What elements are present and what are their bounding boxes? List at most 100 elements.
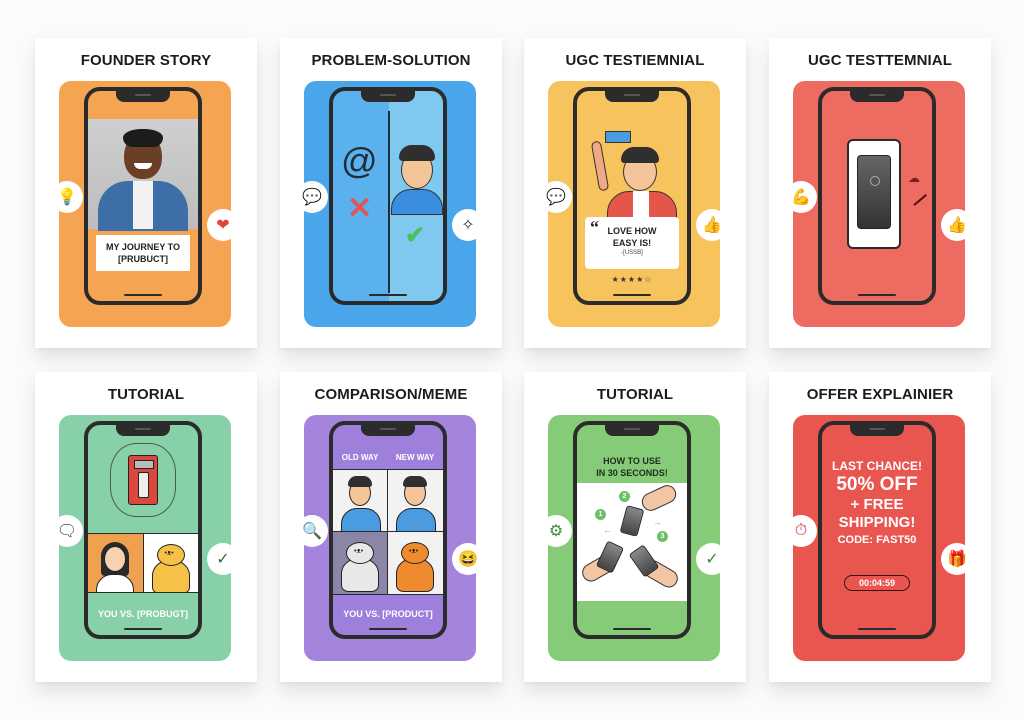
color-panel: ⏱ 🎁 LAST CHANCE! 50% OFF + FREE SHIPPING…	[785, 415, 973, 661]
step-1-badge: 1	[595, 509, 606, 520]
quote-line-1: LOVE HOW	[607, 226, 657, 236]
sparkle-wand-icon: ✧	[452, 209, 484, 241]
person-body	[396, 508, 436, 531]
card-title: UGC TESTIEMNIAL	[565, 52, 705, 69]
checkmark-icon: ✔	[405, 222, 426, 249]
card-comparison-meme[interactable]: COMPARISON/MEME 🔍 😆 OLD WAY NEW WAY	[280, 372, 502, 682]
person-hair	[403, 476, 427, 487]
thumbs-up-icon: 👍	[696, 209, 728, 241]
hair-shape	[123, 129, 163, 147]
phone-notch	[605, 91, 659, 102]
mini-phone-icon	[619, 505, 645, 537]
lightbulb-icon: 💡	[51, 181, 83, 213]
gear-icon: ⚙	[540, 515, 572, 547]
camera-icon	[605, 131, 631, 143]
phone-mockup: MY JOURNEY TO [PRUBUCT]	[84, 87, 202, 305]
color-panel: 🗨 ✓ •ᴥ• YOU VS. [PROBUGT]	[51, 415, 239, 661]
card-title: OFFER EXPLAINIER	[806, 386, 954, 403]
card-title: COMPARISON/MEME	[314, 386, 468, 403]
phone-notch	[116, 91, 170, 102]
cat-body	[151, 560, 190, 592]
label-new-way: NEW WAY	[395, 453, 435, 462]
happy-cat-cell: •ᴥ•	[388, 532, 443, 594]
color-panel: ⚙ ✓ HOW TO USE IN 30 SECONDS! 1 2 3 ← →	[540, 415, 728, 661]
caption-line-2: [PRUBUCT]	[118, 254, 168, 264]
testimonial-quote: “ LOVE HOW EASY IS! -[USSB]	[585, 217, 679, 269]
person-body	[341, 508, 381, 531]
phone-mockup: ☁	[818, 87, 936, 305]
home-indicator	[124, 294, 162, 296]
card-title: PROBLEM-SOLUTION	[311, 52, 471, 69]
card-problem-solution[interactable]: PROBLEM-SOLUTION 💬 ✧ @ ✕ ✔	[280, 38, 502, 348]
hand-top	[638, 482, 680, 514]
offer-urgency: LAST CHANCE!	[832, 459, 922, 473]
label-old-way: OLD WAY	[341, 453, 379, 462]
offer-discount: 50% OFF	[836, 474, 918, 495]
check-icon: ✓	[696, 543, 728, 575]
phone-notch	[850, 425, 904, 436]
grumpy-cat-cell: •ᴥ•	[333, 532, 388, 594]
phone-mockup: @ ✕ ✔	[329, 87, 447, 305]
tee-shape	[633, 191, 649, 219]
cat-head	[156, 544, 185, 566]
magnifier-icon: 🔍	[296, 515, 328, 547]
caption-box: MY JOURNEY TO [PRUBUCT]	[96, 235, 190, 271]
cat-head	[346, 542, 374, 564]
card-tutorial-1[interactable]: TUTORIAL 🗨 ✓ •ᴥ• YOU VS. [PROBUGT]	[35, 372, 257, 682]
person-hair	[399, 145, 435, 161]
laughing-emoji-icon: 😆	[452, 543, 484, 575]
phone-notch	[605, 425, 659, 436]
cat-cell: •ᴥ•	[143, 534, 198, 592]
color-panel: 💬 👍 “ LOVE HOW EASY IS! -[USSB] ★★★★☆	[540, 81, 728, 327]
phone-mockup: HOW TO USE IN 30 SECONDS! 1 2 3 ← →	[573, 421, 691, 639]
phone-mockup: “ LOVE HOW EASY IS! -[USSB] ★★★★☆	[573, 87, 691, 305]
quote-line-2: EASY IS!	[612, 238, 652, 248]
person-cell	[88, 534, 144, 592]
tangled-cables	[110, 443, 176, 517]
meme-grid: •ᴥ• •ᴥ•	[333, 469, 443, 595]
home-indicator	[858, 628, 896, 630]
card-offer-explainer[interactable]: OFFER EXPLAINIER ⏱ 🎁 LAST CHANCE! 50% OF…	[769, 372, 991, 682]
heart-icon: ❤	[207, 209, 239, 241]
clock-alert-icon: ⏱	[785, 515, 817, 547]
product-phone-icon	[857, 155, 891, 229]
card-ugc-testimonial-2[interactable]: UGC TESTTEMNIAL 💪 👍 ☁	[769, 38, 991, 348]
offer-free: + FREE	[850, 496, 904, 513]
person-face	[104, 546, 126, 572]
phone-mockup: •ᴥ• YOU VS. [PROBUGT]	[84, 421, 202, 639]
check-icon: ✓	[207, 543, 239, 575]
divider	[388, 111, 390, 293]
offer-text: LAST CHANCE! 50% OFF + FREE SHIPPING! CO…	[822, 459, 932, 548]
card-title: TUTORIAL	[107, 386, 185, 403]
comparison-grid: •ᴥ•	[88, 533, 198, 593]
comparison-labels: OLD WAY NEW WAY	[333, 453, 443, 462]
card-ugc-testimonial-1[interactable]: UGC TESTIEMNIAL 💬 👍 “ LOVE HOW EASY IS! …	[524, 38, 746, 348]
person-hair	[621, 147, 659, 163]
card-title: UGC TESTTEMNIAL	[808, 52, 952, 69]
tee-shape	[133, 181, 153, 229]
home-indicator	[613, 628, 651, 630]
card-founder-story[interactable]: FOUNDER STORY 💡 ❤ MY JOURNEY TO [PRUBUCT…	[35, 38, 257, 348]
caption-line-1: MY JOURNEY TO	[105, 242, 181, 252]
message-lines-icon: 🗨	[51, 515, 83, 547]
countdown-timer: 00:04:59	[844, 575, 910, 591]
thumbs-up-icon: 👍	[941, 209, 973, 241]
smile-shape	[134, 163, 152, 169]
phone-notch	[361, 91, 415, 102]
founder-photo	[88, 119, 198, 231]
person-body	[391, 189, 443, 215]
person-hair	[348, 476, 372, 487]
home-indicator	[124, 628, 162, 630]
speech-ellipsis-icon: 💬	[540, 181, 572, 213]
raised-arm	[590, 140, 610, 192]
tangled-scribble-icon: @	[341, 140, 378, 181]
chat-bubble-icon: 💬	[296, 181, 328, 213]
cat-face: •ᴥ•	[409, 548, 419, 555]
star-rating: ★★★★☆	[611, 275, 653, 284]
color-panel: 💡 ❤ MY JOURNEY TO [PRUBUCT]	[51, 81, 239, 327]
phone-mockup: OLD WAY NEW WAY •ᴥ•	[329, 421, 447, 639]
phone-notch	[361, 425, 415, 436]
happy-person-cell	[388, 470, 443, 532]
arrow-left-icon: ←	[603, 525, 612, 535]
card-tutorial-2[interactable]: TUTORIAL ⚙ ✓ HOW TO USE IN 30 SECONDS! 1…	[524, 372, 746, 682]
